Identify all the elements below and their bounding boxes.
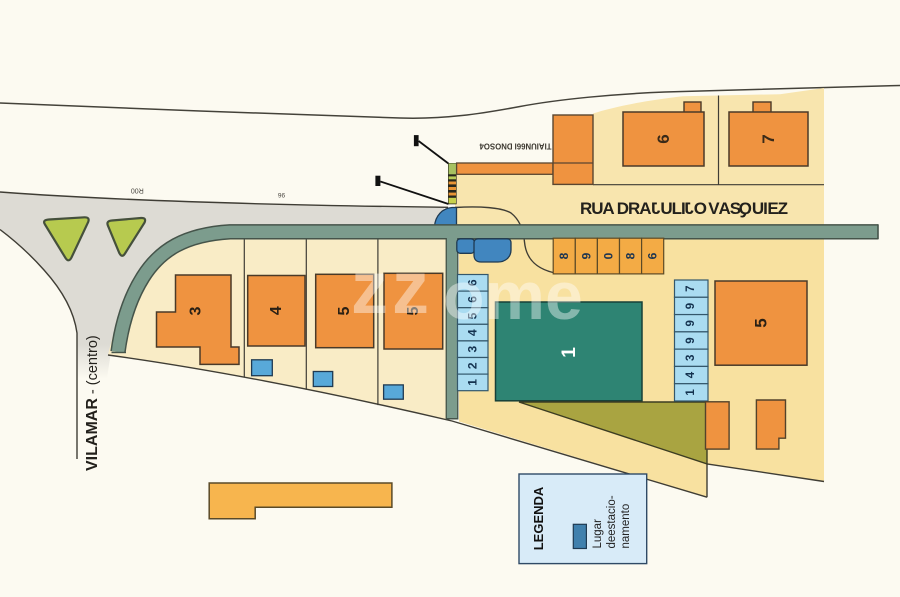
svg-text:0: 0 (601, 252, 615, 259)
svg-text:I: I (681, 199, 686, 218)
svg-text:9: 9 (685, 303, 697, 309)
svg-text:6: 6 (654, 134, 673, 143)
svg-text:5: 5 (336, 306, 353, 315)
svg-text:5: 5 (752, 318, 771, 327)
svg-text:TIAIUN66I DNOSO4: TIAIUN66I DNOSO4 (479, 142, 552, 151)
svg-text:Lugar: Lugar (592, 519, 604, 549)
svg-text:9: 9 (685, 337, 697, 343)
svg-text:S: S (730, 199, 741, 218)
svg-text:7: 7 (685, 285, 697, 291)
svg-text:2: 2 (466, 362, 480, 369)
svg-text:3: 3 (188, 306, 205, 315)
svg-text:A: A (639, 199, 651, 218)
svg-text:U: U (591, 199, 603, 218)
svg-text:ome: ome (443, 258, 583, 334)
svg-text:5: 5 (466, 312, 480, 319)
svg-text:VILAMAR - (centro): VILAMAR - (centro) (84, 335, 101, 471)
svg-text:R: R (628, 199, 640, 218)
svg-text:8: 8 (557, 252, 571, 259)
svg-text:6: 6 (466, 279, 480, 286)
svg-text:3: 3 (685, 355, 697, 361)
svg-text:6: 6 (466, 296, 480, 303)
svg-text:9: 9 (579, 252, 593, 259)
svg-text:R00: R00 (131, 186, 144, 193)
svg-text:96: 96 (278, 191, 286, 198)
svg-text:z: z (392, 246, 429, 329)
svg-text:Q: Q (739, 199, 752, 218)
svg-text:6: 6 (646, 252, 660, 259)
svg-text:deestacio-: deestacio- (606, 495, 618, 548)
svg-text:9: 9 (685, 320, 697, 326)
svg-text:5: 5 (405, 307, 422, 316)
svg-text:8: 8 (624, 252, 638, 259)
svg-text:z: z (351, 246, 388, 329)
svg-text:namento: namento (620, 504, 632, 549)
svg-text:1: 1 (558, 347, 580, 358)
svg-text:A: A (719, 199, 731, 218)
svg-text:I: I (763, 199, 768, 218)
svg-text:L: L (672, 199, 682, 218)
svg-text:LEGENDA: LEGENDA (531, 486, 546, 550)
svg-text:J: J (684, 199, 693, 218)
svg-text:E: E (767, 199, 778, 218)
svg-text:R: R (580, 199, 592, 218)
svg-text:4: 4 (685, 371, 697, 378)
svg-text:D: D (617, 199, 629, 218)
svg-text:7: 7 (759, 134, 778, 143)
svg-text:4: 4 (268, 306, 285, 315)
svg-text:U: U (752, 199, 764, 218)
svg-text:3: 3 (466, 346, 480, 353)
svg-text:Z: Z (778, 199, 788, 218)
svg-text:1: 1 (466, 379, 480, 386)
svg-text:4: 4 (466, 329, 480, 336)
svg-text:A: A (602, 199, 614, 218)
svg-text:V: V (708, 199, 720, 218)
svg-text:U: U (660, 199, 672, 218)
svg-text:1: 1 (685, 389, 697, 396)
svg-text:O: O (694, 199, 707, 218)
svg-text:J: J (651, 199, 660, 218)
